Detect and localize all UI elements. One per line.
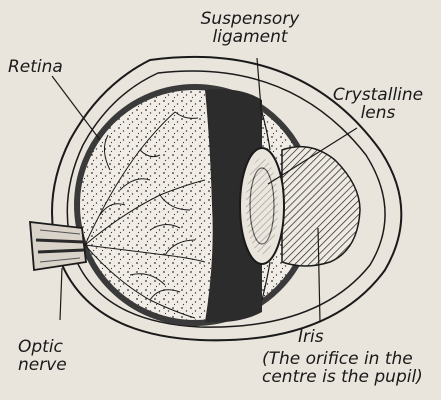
label-suspensory-ligament: Suspensory ligament <box>190 10 310 46</box>
label-iris: Iris <box>298 328 324 346</box>
label-optic-nerve: Optic nerve <box>18 338 67 374</box>
label-retina: Retina <box>8 58 63 76</box>
iris <box>282 147 360 266</box>
label-crystalline-lens: Crystalline lens <box>318 86 438 122</box>
label-iris-note: (The orifice in the centre is the pupil) <box>262 350 423 386</box>
optic-nerve <box>30 222 86 270</box>
crystalline-lens <box>240 148 284 264</box>
